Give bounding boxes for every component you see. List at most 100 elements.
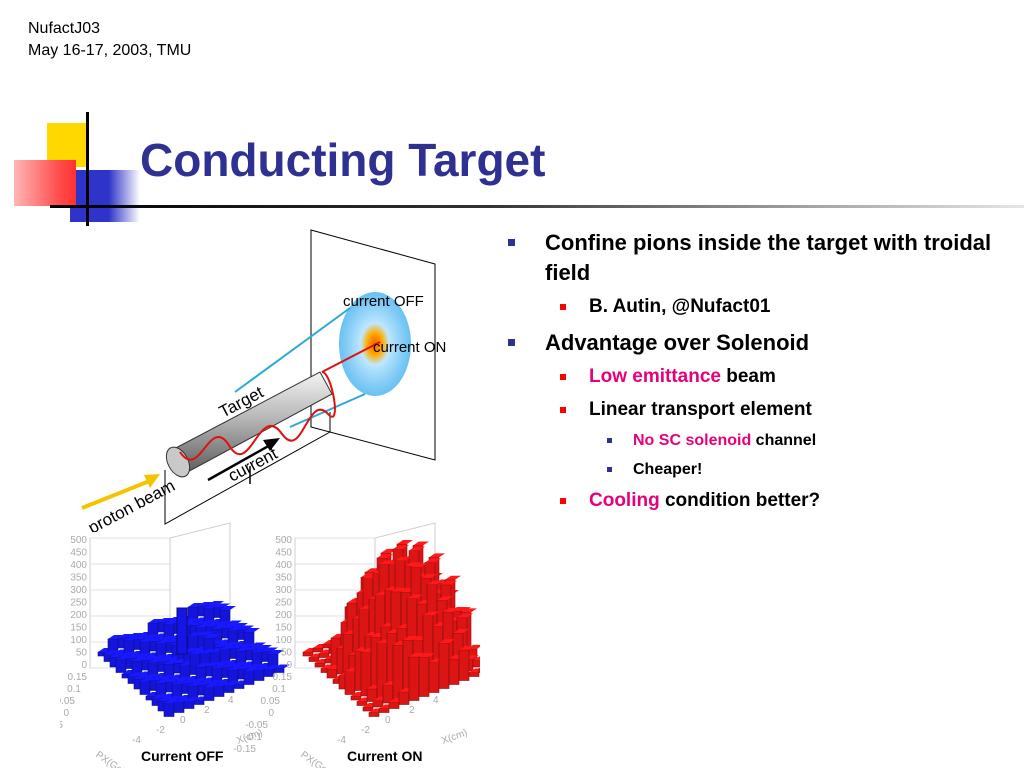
z-tick-label: 250 <box>275 598 292 609</box>
title-underline <box>50 205 1024 208</box>
histogram-bar <box>173 702 185 713</box>
y-tick-label: 0.15 <box>273 672 293 683</box>
histogram-bar-top <box>144 674 160 678</box>
histogram-bar-top <box>441 580 457 585</box>
histogram-bar-top <box>160 636 176 640</box>
histogram-bar-top <box>220 645 236 650</box>
z-tick-label: 50 <box>76 648 88 659</box>
arrowhead-icon <box>263 438 280 451</box>
y-tick-label: 0.1 <box>272 684 286 695</box>
histogram-bar-top <box>190 621 206 625</box>
histogram-bar <box>187 606 199 621</box>
histogram-bar-top <box>182 679 198 684</box>
histogram-bar-top <box>134 675 150 679</box>
square-bullet-icon <box>560 304 566 310</box>
histogram-bar-top <box>208 680 224 684</box>
histogram-bar-top <box>204 604 220 609</box>
conference-name: NufactJ03 <box>28 20 101 37</box>
y-tick-label: 0 <box>268 708 274 719</box>
histogram-bar <box>163 624 175 638</box>
histogram-bar <box>223 685 235 693</box>
histogram-bar-top <box>395 556 411 561</box>
y-tick-label: 0.05 <box>60 696 75 707</box>
histogram-bar-top <box>126 654 142 659</box>
histogram-bar-top <box>206 662 222 666</box>
z-tick-label: 300 <box>70 585 87 596</box>
bullet-cheaper: Cheaper! <box>505 460 1005 480</box>
histogram-bar <box>211 668 223 682</box>
bullet-no-sc-solenoid: No SC solenoid channel <box>505 431 1005 451</box>
histogram-bar <box>267 653 279 668</box>
histogram-bar-top <box>142 656 158 660</box>
histogram-bar-top <box>188 632 204 637</box>
projection-line <box>234 307 351 393</box>
histogram-bar-top <box>240 643 256 648</box>
histogram-bar <box>251 652 263 666</box>
histogram-bar-top <box>248 664 264 668</box>
histogram-bar-top <box>176 677 192 681</box>
histogram-current-off: 0501001502002503003504004505000.150.10.0… <box>60 522 290 768</box>
slide-title: Conducting Target <box>140 134 546 186</box>
histogram-bar <box>176 607 188 655</box>
histogram-bar <box>382 684 394 704</box>
histogram-bar-top <box>158 618 174 622</box>
histogram-bar-top <box>461 608 477 613</box>
histogram-bar <box>243 631 255 646</box>
y-tick-label: -0.05 <box>60 720 63 731</box>
histogram-bar-top <box>172 680 188 685</box>
histogram-bar-top <box>174 698 190 703</box>
histogram-bar-top <box>118 634 134 638</box>
histogram-bar <box>438 642 450 689</box>
histogram-bar-top <box>244 667 260 672</box>
x-tick-label: -2 <box>361 725 370 736</box>
histogram-bar <box>219 649 231 663</box>
y-axis-label: PX(GeV/c) <box>298 749 343 768</box>
histogram-bar <box>472 660 480 668</box>
pion-helix <box>179 371 336 461</box>
histogram-bar-top <box>184 648 200 652</box>
histogram-bar-top <box>232 662 248 667</box>
histogram-bar-top <box>158 657 174 662</box>
z-tick-label: 200 <box>70 610 87 621</box>
histogram-bar-top <box>429 553 445 558</box>
histogram-bar <box>428 662 440 693</box>
histogram-bar-top <box>409 652 425 657</box>
histogram-bar-top <box>152 694 168 699</box>
highlight-text: Low emittance <box>589 366 721 387</box>
target-diagram: current OFF current ON Target current pr… <box>81 229 446 532</box>
current-arrow <box>207 442 273 482</box>
histogram-bar-top <box>256 645 272 649</box>
y-tick-label: 0 <box>63 708 69 719</box>
histogram-bar-top <box>419 653 435 658</box>
histogram-bar-top <box>212 625 228 629</box>
histogram-bar-top <box>144 634 160 639</box>
histogram-bar-top <box>216 621 232 626</box>
histogram-bar-top <box>479 667 480 669</box>
histogram-bar <box>155 643 167 657</box>
z-tick-label: 400 <box>70 560 87 571</box>
histogram-bar <box>362 706 374 712</box>
y-tick-label: -0.1 <box>245 732 263 743</box>
histogram-bar <box>344 671 356 695</box>
histogram-bar-top <box>206 622 222 627</box>
histogram-bar-top <box>421 574 437 578</box>
square-bullet-icon <box>560 407 566 413</box>
histogram-bar-top <box>405 562 421 567</box>
histogram-bar-top <box>453 629 469 633</box>
z-tick-label: 200 <box>275 610 292 621</box>
histogram-bar-top <box>110 653 126 657</box>
bullet-advantage: Advantage over Solenoid <box>505 328 1005 358</box>
histogram-bar-top <box>411 563 427 568</box>
histogram-bar <box>418 656 430 697</box>
z-tick-label: 450 <box>70 548 87 559</box>
histogram-bar <box>458 649 470 681</box>
histogram-bar-top <box>216 661 232 665</box>
bullet-text: beam <box>720 366 776 387</box>
bullet-text: Linear transport element <box>589 399 812 420</box>
histogram-bar-top <box>184 697 200 702</box>
histogram-bar-top <box>437 596 453 601</box>
histogram-bar <box>235 650 247 665</box>
histogram-bar-top <box>156 639 172 644</box>
x-axis-label: X(cm) <box>440 727 469 746</box>
histogram-bar <box>139 681 151 695</box>
